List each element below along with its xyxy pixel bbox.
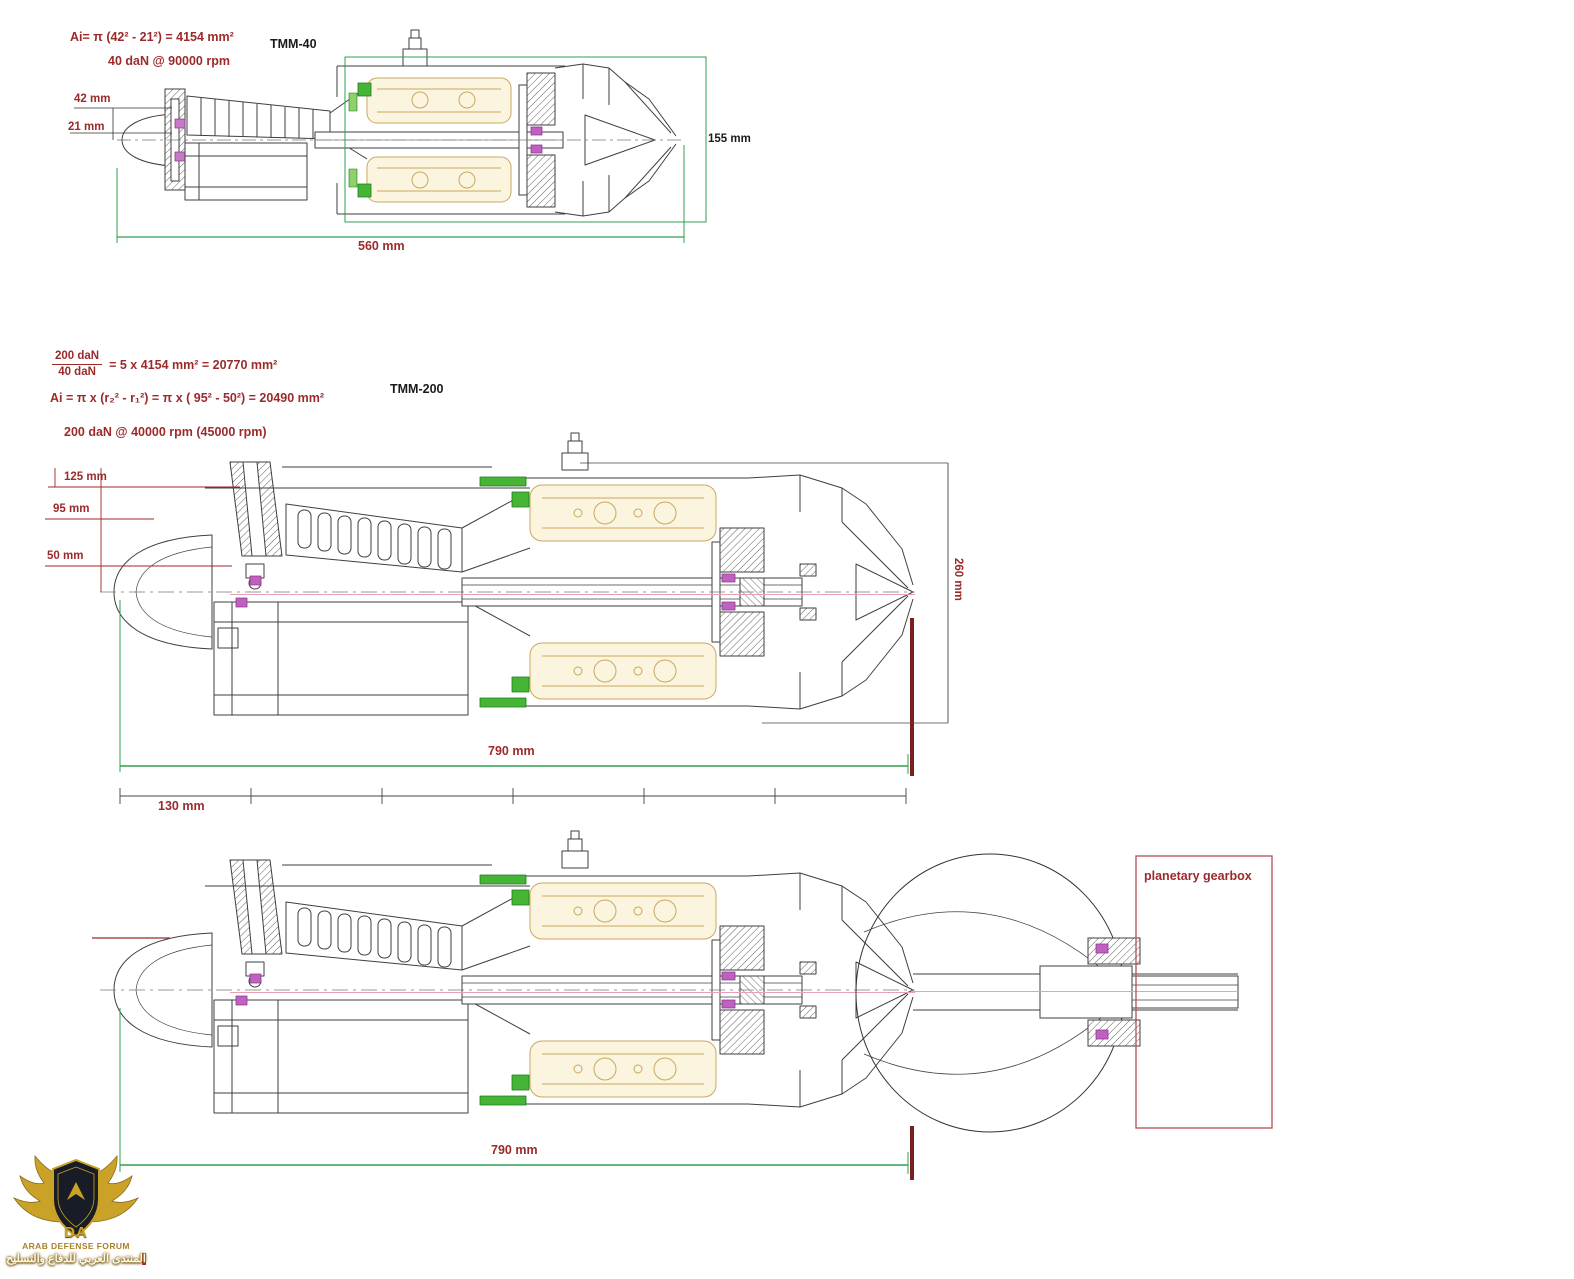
- logo-shield: [52, 1158, 100, 1238]
- tmm200-prop-dim-length: 790 mm: [491, 1143, 538, 1157]
- tmm200-title: TMM-200: [390, 382, 444, 396]
- tmm40-power-spec: 40 daN @ 90000 rpm: [108, 54, 230, 68]
- tmm40-area-formula: Ai= π (42² - 21²) = 4154 mm²: [70, 30, 234, 44]
- logo-falcon-emblem: [67, 1182, 85, 1200]
- tmm200-dim-diameter: 260 mm: [952, 558, 964, 601]
- tmm40-dim-inner-radius: 21 mm: [68, 121, 105, 133]
- tmm40-dim-length: 560 mm: [358, 239, 405, 253]
- tmm200-dim-outer-radius: 95 mm: [53, 503, 90, 515]
- tmm200-prop-extras: [92, 853, 1239, 1133]
- tmm40-dimension-lines: [70, 56, 707, 243]
- tmm200-dim-inner-radius: 50 mm: [47, 550, 84, 562]
- tmm200-dimension-lines: [45, 462, 949, 804]
- thrust-ratio-fraction: 200 daN 40 daN: [52, 350, 103, 379]
- planetary-gearbox-outline: [1135, 855, 1273, 1129]
- tmm40-dim-diameter: 155 mm: [708, 133, 751, 145]
- thrust-ratio-denominator: 40 daN: [58, 366, 96, 379]
- tmm200-thrust-scaling-formula: 200 daN 40 daN = 5 x 4154 mm² = 20770 mm…: [52, 350, 277, 379]
- logo-left-wing: [12, 1154, 65, 1223]
- tmm200-prop-engine-drawing: [99, 830, 916, 1114]
- tmm40-title: TMM-40: [270, 37, 317, 51]
- watermark-monogram: DA: [64, 1224, 88, 1241]
- tmm200-area-formula: Ai = π x (r₂² - r₁²) = π x ( 95² - 50²) …: [50, 391, 325, 405]
- tmm200-engine-drawing: [99, 432, 916, 716]
- planetary-gearbox-label: planetary gearbox: [1144, 869, 1252, 883]
- tmm200-power-spec: 200 daN @ 40000 rpm (45000 rpm): [64, 425, 267, 439]
- watermark-red-accent: [142, 1253, 146, 1265]
- logo-right-wing: [87, 1154, 140, 1223]
- watermark-title: ARAB DEFENSE FORUM: [22, 1241, 130, 1251]
- tmm200-dim-scale-segment: 130 mm: [158, 799, 205, 813]
- thrust-ratio-result: = 5 x 4154 mm² = 20770 mm²: [109, 357, 278, 372]
- tmm40-dim-outer-radius: 42 mm: [74, 93, 111, 105]
- tmm200-dim-casing-radius: 125 mm: [64, 471, 107, 483]
- thrust-ratio-numerator: 200 daN: [52, 350, 103, 366]
- watermark-subtitle: المنتدى العربي للدفاع والتسليح: [6, 1253, 146, 1265]
- tmm200-prop-dimension-lines: [119, 1008, 914, 1180]
- forum-logo: [12, 1154, 146, 1265]
- tmm200-dim-length: 790 mm: [488, 744, 535, 758]
